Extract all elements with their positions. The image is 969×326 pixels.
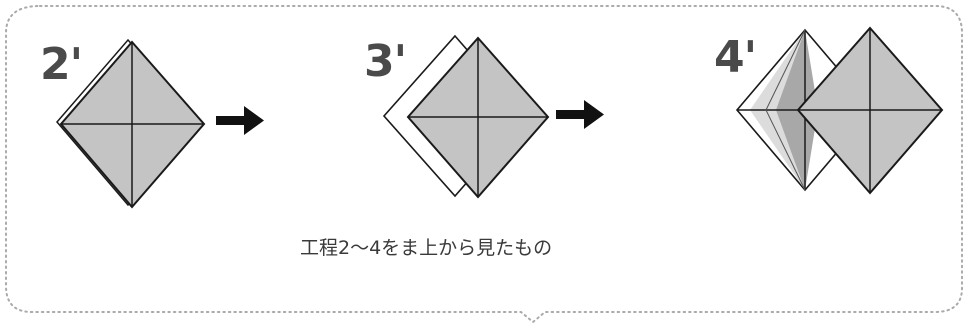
right-arrow-icon <box>556 100 604 129</box>
step-4-figure <box>735 26 944 195</box>
step-label-2: 2' <box>40 39 83 90</box>
step-3-figure <box>382 34 550 199</box>
dotted-frame <box>5 5 963 324</box>
right-arrow-icon <box>216 106 264 135</box>
step-2-figure <box>56 38 206 209</box>
caption-text: 工程2～4をま上から見たもの <box>300 237 553 259</box>
flap-edge <box>765 29 806 111</box>
step-label-4: 4' <box>714 32 757 83</box>
flap-edge <box>765 109 806 191</box>
step-label-3: 3' <box>364 36 407 87</box>
